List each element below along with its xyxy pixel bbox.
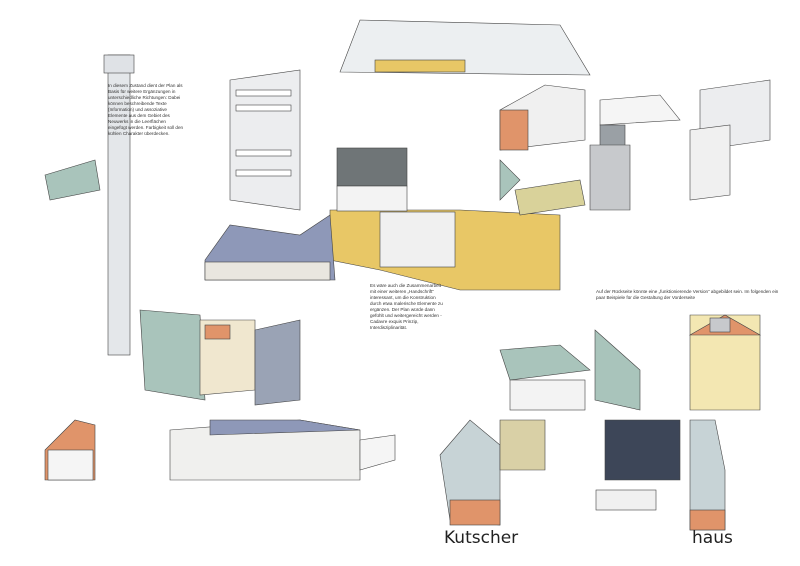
- tower-illustration: [103, 54, 135, 356]
- label-kutscher: Kutscher: [444, 528, 519, 548]
- apartment-block-left: [229, 69, 301, 211]
- text-block-collaboration: Es wäre auch die Zusammenarbeit mit eine…: [370, 283, 443, 330]
- text-block-intro: In diesem Zustand dient der Plan als Bas…: [108, 83, 184, 136]
- greenhouse-buildings: [44, 159, 301, 406]
- buildings-bottom-left: [44, 419, 396, 481]
- stadium-illustration: [339, 19, 591, 76]
- yellow-building: [329, 209, 561, 291]
- label-haus: haus: [692, 528, 733, 548]
- buildings-bottom-right: [499, 419, 726, 531]
- houses-top-right: [499, 79, 771, 216]
- buildings-middle-right: [499, 314, 762, 411]
- church-illustration: [204, 214, 336, 281]
- dark-roof-building: [336, 147, 408, 212]
- text-block-backside: Auf der Rückseite könnte eine „funktioni…: [596, 289, 779, 300]
- kutscherhaus-illustration: [439, 419, 501, 526]
